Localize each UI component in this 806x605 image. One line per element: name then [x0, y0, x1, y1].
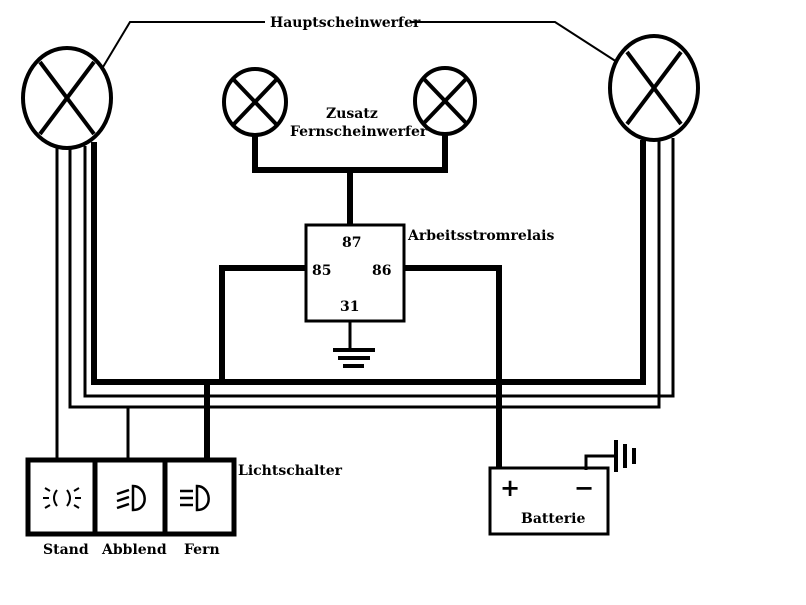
- thin-wires: [55, 138, 675, 460]
- aux-headlights-label-line2: Fernscheinwerfer: [290, 124, 428, 140]
- relay-pin-85: 85: [312, 263, 331, 279]
- switch-fern-label: Fern: [184, 542, 220, 558]
- switch-abblend-label: Abblend: [101, 542, 167, 558]
- relay-pin-31: 31: [340, 299, 359, 315]
- relay-pin-86: 86: [372, 263, 391, 279]
- switch-stand-label: Stand: [43, 542, 89, 558]
- battery-label: Batterie: [521, 511, 585, 527]
- relay-pin-87: 87: [342, 235, 361, 251]
- light-switch: [25, 457, 237, 537]
- relay: 87 85 86 31: [304, 223, 406, 368]
- battery-ground-symbol: [614, 440, 636, 472]
- headlight-leader-lines: [99, 21, 618, 73]
- parking-light-icon: [43, 487, 81, 509]
- high-beam-icon: [180, 484, 210, 512]
- low-beam-icon: [116, 484, 146, 512]
- relay-label: Arbeitsstromrelais: [407, 228, 554, 244]
- ground-symbol: [333, 348, 375, 368]
- aux-headlights-label-line1: Zusatz: [326, 106, 378, 122]
- battery-plus-terminal: +: [500, 473, 520, 502]
- battery: + − Batterie: [488, 440, 636, 536]
- battery-minus-terminal: −: [574, 473, 594, 502]
- switch-label: Lichtschalter: [238, 463, 343, 479]
- left-aux-headlight: [222, 67, 288, 137]
- right-main-headlight: [608, 34, 700, 142]
- headlights-label: Hauptscheinwerfer: [270, 15, 421, 31]
- left-main-headlight: [21, 46, 113, 150]
